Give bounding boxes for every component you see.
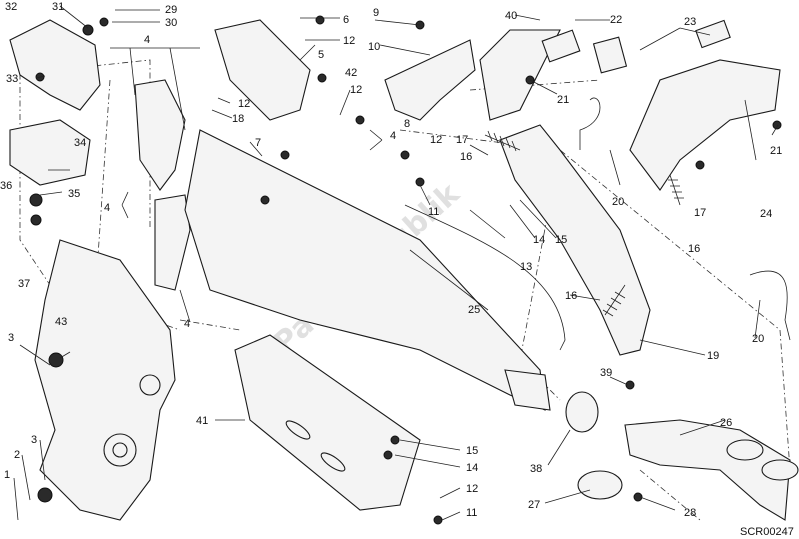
callout: 10 xyxy=(368,41,380,53)
ecu-cover xyxy=(9,19,101,111)
callout: 31 xyxy=(52,1,64,13)
callout: 15 xyxy=(555,234,567,246)
heat-shield-upper xyxy=(214,19,311,121)
callout: 18 xyxy=(232,113,244,125)
callout: 4 xyxy=(104,202,110,214)
callout: 16 xyxy=(565,290,577,302)
callout: 36 xyxy=(0,180,12,192)
callout: 12 xyxy=(343,35,355,47)
silencer-tip xyxy=(504,369,551,411)
callout: 12 xyxy=(238,98,250,110)
callout: 6 xyxy=(343,14,349,26)
spring-16-b xyxy=(668,174,684,206)
callout: 14 xyxy=(533,234,545,246)
callout: 15 xyxy=(466,445,478,457)
heat-shield-slot-1 xyxy=(285,420,311,440)
callout-labels: 1 2 3 3 4 4 4 4 5 6 7 8 9 10 11 11 12 12… xyxy=(0,1,782,519)
leader-lines xyxy=(13,5,779,521)
exhaust-clamp xyxy=(565,391,599,433)
callout: 22 xyxy=(610,14,622,26)
callout: 38 xyxy=(530,463,542,475)
front-header-outlet-1 xyxy=(726,439,764,461)
actuator-cable xyxy=(404,204,566,351)
rear-header xyxy=(629,59,781,191)
callout: 37 xyxy=(18,278,30,290)
callout: 24 xyxy=(760,208,772,220)
spring-16-c xyxy=(602,284,626,317)
spring-16-a xyxy=(484,130,521,152)
callout: 12 xyxy=(466,483,478,495)
callout: 12 xyxy=(430,134,442,146)
callout: 4 xyxy=(390,130,396,142)
callout: 32 xyxy=(5,1,17,13)
silencer-heat-shield xyxy=(234,334,421,511)
callout: 34 xyxy=(74,137,86,149)
callout: 16 xyxy=(460,151,472,163)
central-pipe xyxy=(499,124,651,356)
front-header-outlet-2 xyxy=(761,459,799,481)
upper-header xyxy=(479,29,561,121)
callout: 28 xyxy=(684,507,696,519)
callout: 12 xyxy=(350,84,362,96)
callout: 33 xyxy=(6,73,18,85)
fasteners xyxy=(29,15,782,525)
callout: 43 xyxy=(55,316,67,328)
callout: 3 xyxy=(8,332,14,344)
callout: 20 xyxy=(752,333,764,345)
callout: 27 xyxy=(528,499,540,511)
callout: 20 xyxy=(612,196,624,208)
callout: 8 xyxy=(404,118,410,130)
drawing-code: SCR00247 xyxy=(740,526,794,538)
callout: 7 xyxy=(255,137,261,149)
rear-heat-shield xyxy=(384,39,476,121)
callout: 29 xyxy=(165,4,177,16)
heat-shield-slot-2 xyxy=(320,452,346,472)
callout: 11 xyxy=(428,206,439,218)
callout: 5 xyxy=(318,49,324,61)
callout: 17 xyxy=(456,134,468,146)
silencer xyxy=(184,129,546,411)
callout: 4 xyxy=(184,318,190,330)
callout: 3 xyxy=(31,434,37,446)
callout: 14 xyxy=(466,462,478,474)
callout: 4 xyxy=(144,34,150,46)
exhaust-valve-actuator xyxy=(9,119,91,186)
gasket-flange-left xyxy=(541,29,581,63)
callout: 11 xyxy=(466,507,477,519)
callout: 9 xyxy=(373,7,379,19)
callout: 13 xyxy=(520,261,532,273)
callout: 21 xyxy=(770,145,782,157)
callout: 41 xyxy=(196,415,208,427)
footrest-bracket-pivot xyxy=(139,374,161,396)
callout: 40 xyxy=(505,10,517,22)
callout: 17 xyxy=(694,207,706,219)
callout: 1 xyxy=(4,469,10,481)
footrest-bracket xyxy=(34,239,176,521)
callout: 42 xyxy=(345,67,357,79)
gasket-flange-top xyxy=(695,19,731,49)
heat-shield-plate-lower xyxy=(154,194,191,291)
callout: 21 xyxy=(557,94,569,106)
callout: 19 xyxy=(707,350,719,362)
gasket-flange-right xyxy=(592,36,628,74)
callout: 16 xyxy=(688,243,700,255)
callout: 2 xyxy=(14,449,20,461)
lambda-boss xyxy=(577,470,623,500)
lambda-sensor-lower xyxy=(749,270,791,341)
callout: 23 xyxy=(684,16,696,28)
callout: 25 xyxy=(468,304,480,316)
callout: 39 xyxy=(600,367,612,379)
heat-shield-gasket-plate xyxy=(134,79,186,191)
callout: 35 xyxy=(68,188,80,200)
footrest-bracket-boss-hole xyxy=(112,442,128,458)
callout: 30 xyxy=(165,17,177,29)
callout: 26 xyxy=(720,417,732,429)
lambda-sensor-upper xyxy=(579,97,601,150)
